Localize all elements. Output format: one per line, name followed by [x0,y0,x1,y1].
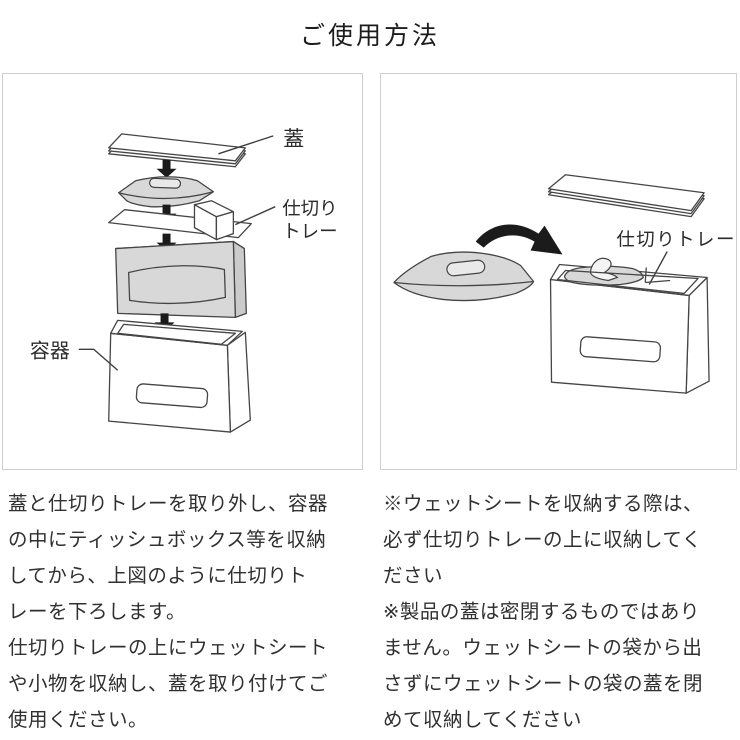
wet-sheet-pack-shape [118,176,215,208]
exploded-view-panel: 蓋 仕切り トレー [2,73,363,470]
container-shape [108,319,251,433]
lid-shape [547,174,705,218]
down-arrow-icon [156,159,177,178]
tray-label: 仕切りトレー [616,229,736,250]
right-caption: ※ウェットシートを収納する際は、 必ず仕切りトレーの上に収納してく ださい ※製… [383,493,704,731]
divider-tray-shape [108,200,252,241]
tissue-box-shape [115,240,247,319]
loading-illustration: 仕切りトレー [393,174,736,394]
lid-shape [108,133,246,168]
loading-diagram-panel: 仕切りトレー [380,73,737,470]
container-label: 容器 [30,339,70,362]
tray-label-line1: 仕切り [282,198,337,219]
page-title: ご使用方法 [299,22,440,50]
container-shape [549,257,710,394]
exploded-view-illustration: 蓋 仕切り トレー [30,128,338,433]
container-leader-line [78,348,119,371]
lid-leader-line [218,135,274,155]
wet-sheet-pack-shape [393,251,535,302]
down-arrow-icon [154,313,175,332]
curved-arrow-icon [475,224,563,255]
tray-label-line2: トレー [282,221,337,242]
left-caption: 蓋と仕切りトレーを取り外し、容器 の中にティッシュボックス等を収納 してから、上… [8,493,329,731]
lid-label: 蓋 [283,128,304,151]
tray-leader-line [648,251,668,285]
tray-leader-line [235,206,276,226]
